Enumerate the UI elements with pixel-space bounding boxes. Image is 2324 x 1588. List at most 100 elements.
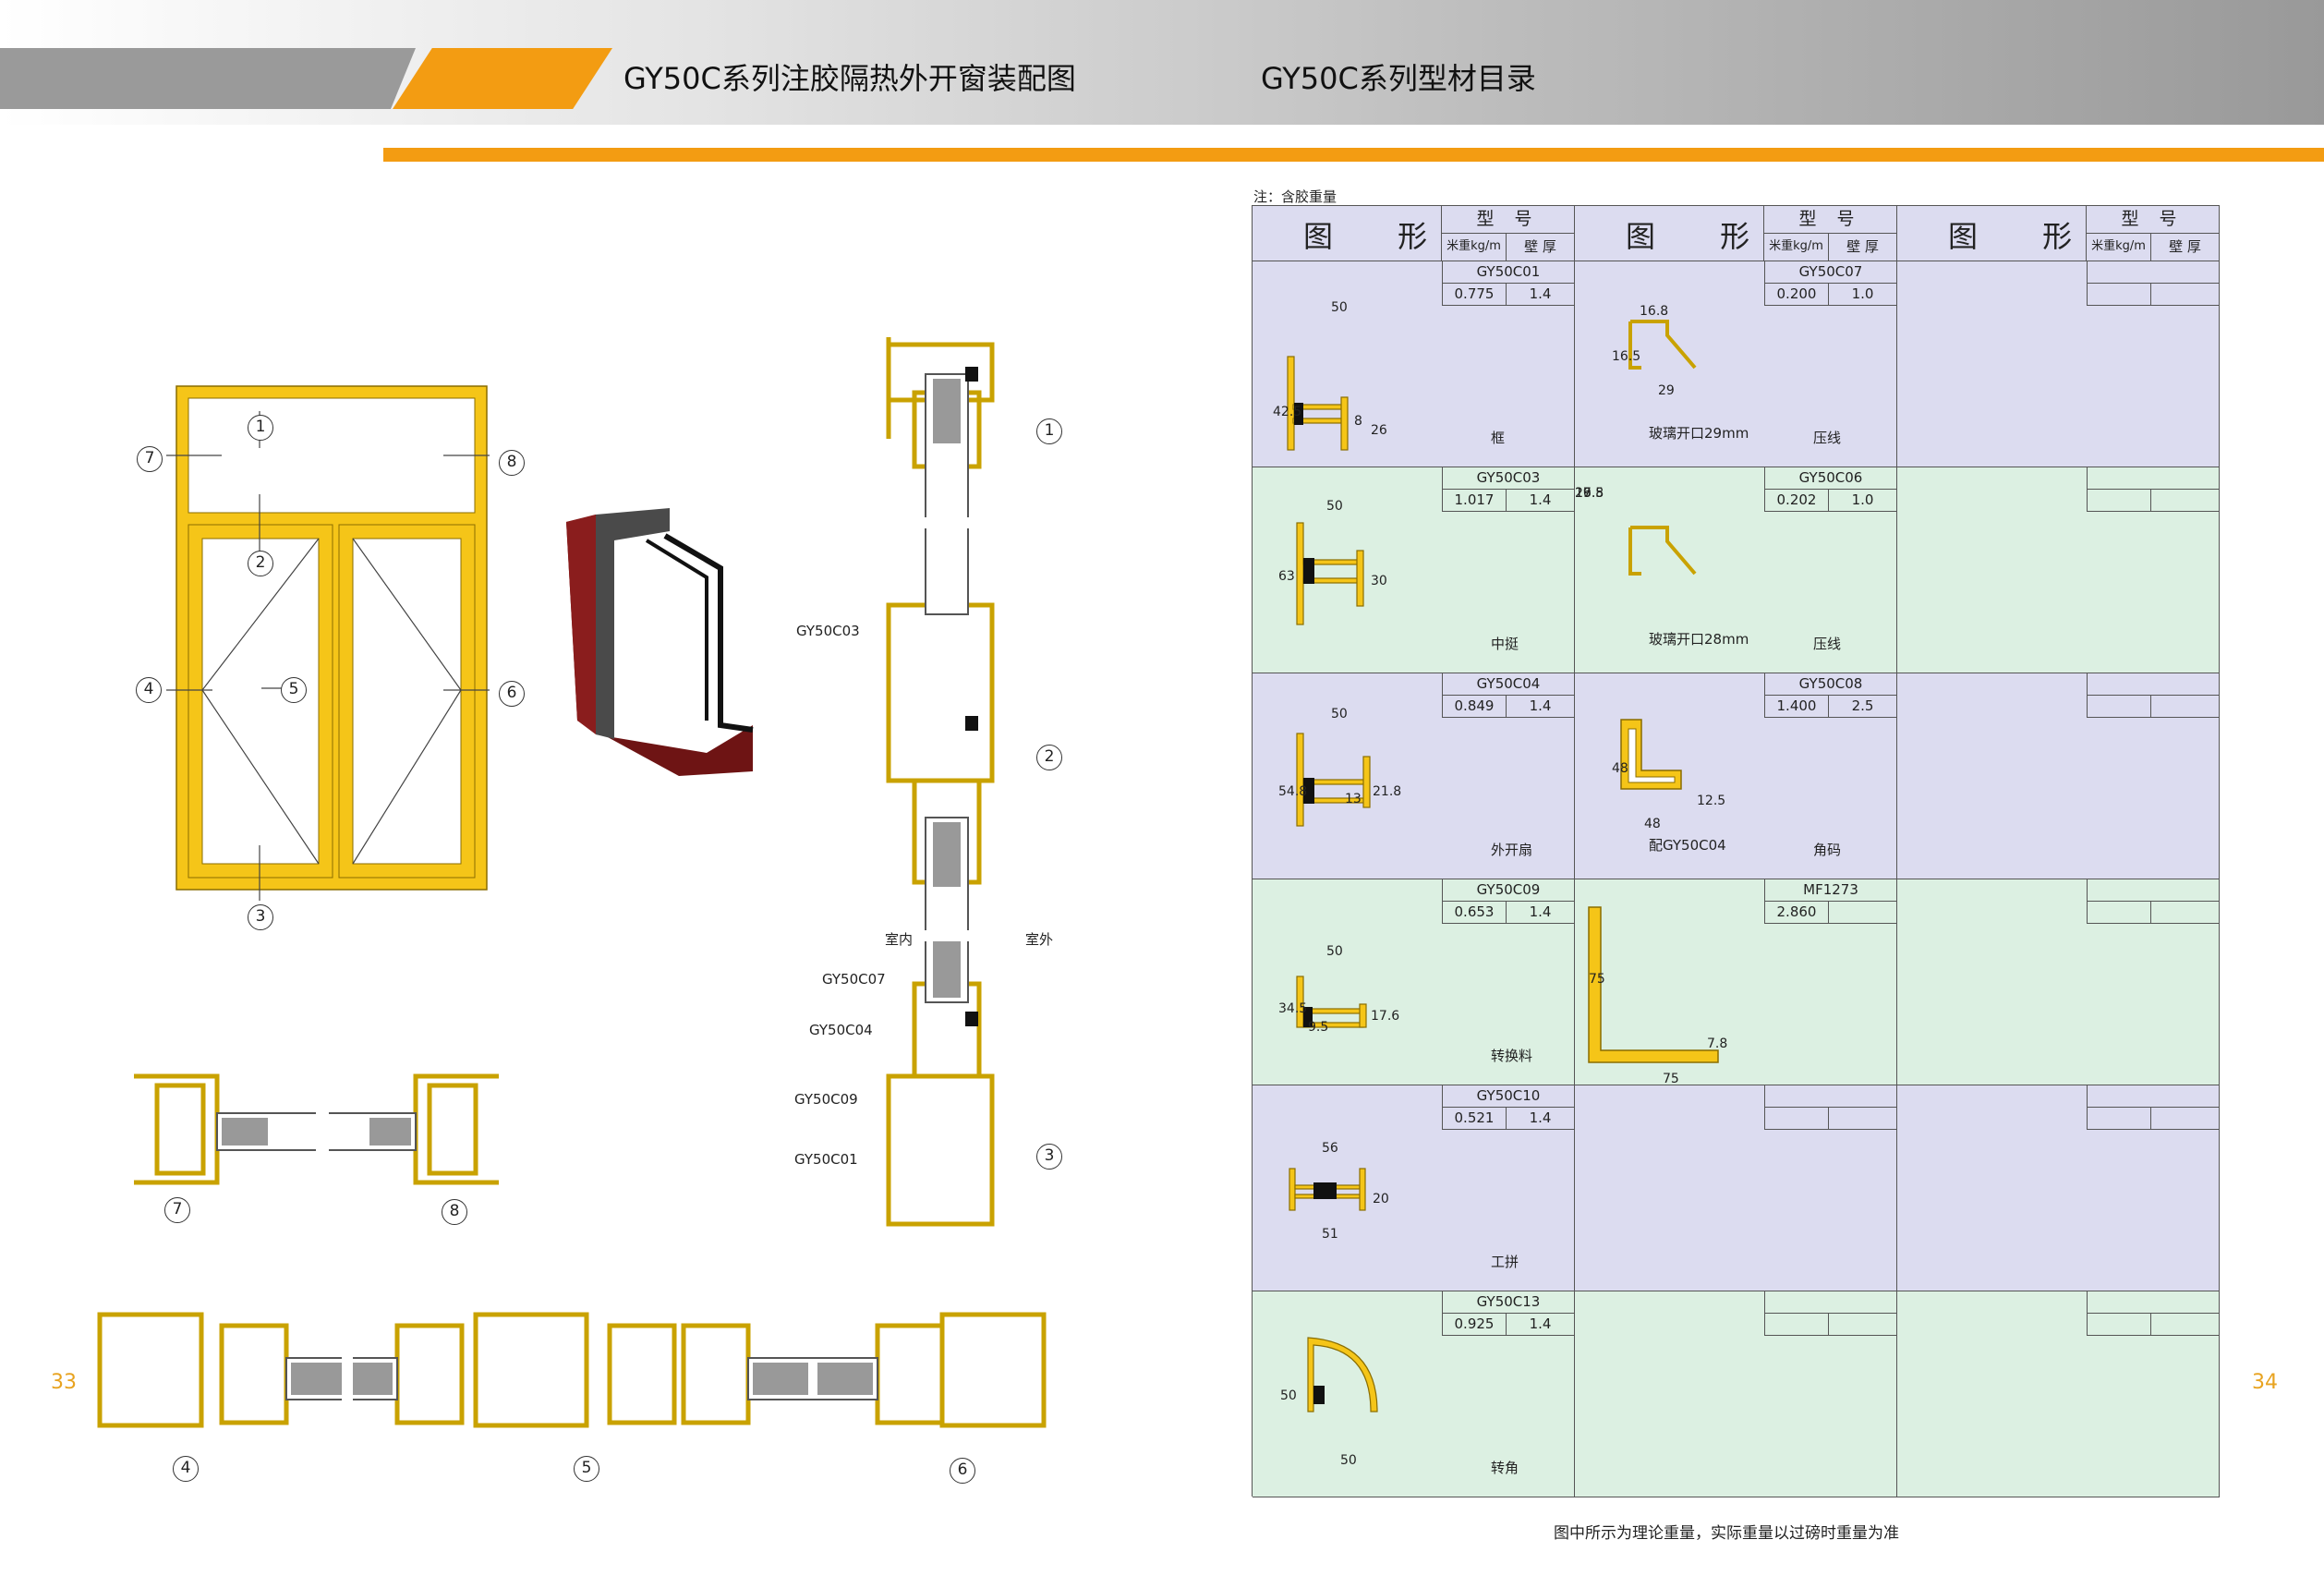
header-figure-label: 图 形 — [1303, 219, 1456, 254]
profile-note: 配GY50C04 — [1649, 837, 1726, 854]
callout-8: 8 — [499, 450, 525, 476]
header-model-label: 型 号 — [2087, 206, 2220, 234]
dimension-label: 50 — [1331, 707, 1348, 721]
profile-name: 压线 — [1813, 636, 1842, 652]
header-model-label: 型 号 — [1764, 206, 1897, 234]
dimension-label: 51 — [1322, 1227, 1338, 1242]
profile-drawing-mf1273 — [1588, 906, 1719, 1063]
header-thickness-label: 壁 厚 — [1829, 234, 1897, 261]
thickness-value — [1829, 1314, 1897, 1336]
dimension-label: 7.8 — [1707, 1036, 1728, 1051]
thickness-value: 2.5 — [1829, 696, 1897, 718]
header-figure-label: 图 形 — [1948, 219, 2100, 254]
label-gy50c01: GY50C01 — [794, 1151, 858, 1168]
dimension-label: 17.8 — [1575, 486, 1604, 501]
dimension-label: 16.5 — [1575, 486, 1604, 501]
callout-2: 2 — [248, 551, 273, 576]
thickness-value — [1829, 902, 1897, 924]
weight-value — [2087, 490, 2151, 512]
title-assembly-drawing: GY50C系列注胶隔热外开窗装配图 — [623, 61, 1076, 96]
thickness-value: 1.4 — [1507, 1314, 1575, 1336]
dimension-label: 50 — [1326, 944, 1343, 959]
weight-value: 0.200 — [1764, 284, 1829, 306]
model-code: GY50C09 — [1442, 879, 1575, 902]
weight-value — [1764, 1108, 1829, 1130]
catalog-cell — [1897, 1291, 2220, 1497]
page-number-left: 33 — [51, 1371, 77, 1394]
label-indoor: 室内 — [885, 931, 914, 948]
callout-4: 4 — [136, 677, 162, 703]
dimension-label: 13 — [1345, 792, 1362, 806]
weight-value: 1.017 — [1442, 490, 1507, 512]
section-callout-8: 8 — [442, 1199, 467, 1225]
thickness-value: 1.0 — [1829, 284, 1897, 306]
catalog-cell — [1253, 1291, 1575, 1497]
dimension-label: 50 — [1326, 499, 1343, 514]
weight-value: 1.400 — [1764, 696, 1829, 718]
section-callout-1: 1 — [1036, 418, 1062, 444]
profile-drawing-gy50c10 — [1289, 1168, 1366, 1211]
dimension-label: 50 — [1280, 1388, 1297, 1403]
weight-value: 0.521 — [1442, 1108, 1507, 1130]
weight-value — [1764, 1314, 1829, 1336]
model-code — [2087, 1085, 2220, 1108]
dimension-label: 50 — [1331, 300, 1348, 315]
catalog-cell — [1897, 467, 2220, 673]
profile-name: 工拼 — [1491, 1254, 1519, 1270]
model-code: GY50C03 — [1442, 467, 1575, 490]
callout-3: 3 — [248, 904, 273, 930]
catalog-cell — [1253, 879, 1575, 1085]
dimension-label: 20 — [1373, 1192, 1389, 1206]
catalog-cell — [1253, 261, 1575, 467]
thickness-value — [2151, 490, 2220, 512]
dimension-label: 50 — [1340, 1453, 1357, 1468]
weight-value: 0.202 — [1764, 490, 1829, 512]
catalog-cell — [1897, 879, 2220, 1085]
catalog-note: 注：含胶重量 — [1253, 188, 1338, 205]
weight-value — [2087, 696, 2151, 718]
profile-name: 转换料 — [1491, 1048, 1533, 1064]
section-callout-7: 7 — [164, 1197, 190, 1223]
dimension-label: 75 — [1589, 972, 1605, 987]
callout-5: 5 — [281, 677, 307, 703]
profile-drawing-gy50c04 — [1296, 733, 1371, 827]
profile-name: 角码 — [1813, 842, 1842, 858]
header-weight-label: 米重kg/m — [2087, 234, 2151, 261]
profile-name: 压线 — [1813, 430, 1842, 446]
dimension-label: 63 — [1278, 569, 1295, 584]
catalog-cell — [1897, 673, 2220, 879]
label-gy50c09: GY50C09 — [794, 1091, 858, 1108]
header-thickness-label: 壁 厚 — [2151, 234, 2220, 261]
vertical-section-drawing — [878, 337, 1007, 1227]
section-callout-3: 3 — [1036, 1144, 1062, 1170]
dimension-label: 17.6 — [1371, 1009, 1400, 1024]
weight-value: 0.653 — [1442, 902, 1507, 924]
callout-1: 1 — [248, 415, 273, 441]
dimension-label: 16.5 — [1612, 349, 1641, 364]
model-code — [1764, 1085, 1897, 1108]
profile-name: 框 — [1491, 430, 1506, 446]
dimension-label: 16.8 — [1640, 304, 1669, 319]
model-code: GY50C07 — [1764, 261, 1897, 284]
thickness-value: 1.4 — [1507, 1108, 1575, 1130]
dimension-label: 29 — [1575, 486, 1592, 501]
header-orange-tab — [393, 48, 612, 109]
profile-drawing-gy50c08 — [1620, 719, 1682, 790]
weight-value: 2.860 — [1764, 902, 1829, 924]
label-gy50c04: GY50C04 — [809, 1022, 873, 1038]
header-figure-cell — [1575, 206, 1764, 261]
header-figure-label: 图 形 — [1626, 219, 1778, 254]
model-code — [2087, 467, 2220, 490]
thickness-value — [2151, 902, 2220, 924]
dimension-label: 26 — [1371, 423, 1387, 438]
dimension-label: 30 — [1371, 574, 1387, 588]
header-weight-label: 米重kg/m — [1764, 234, 1829, 261]
dimension-label: 8 — [1354, 414, 1362, 429]
profile-drawing-gy50c13 — [1307, 1337, 1378, 1412]
label-gy50c03: GY50C03 — [796, 623, 860, 639]
dimension-label: 56 — [1322, 1141, 1338, 1156]
profile-name: 外开扇 — [1491, 842, 1533, 858]
model-code: GY50C10 — [1442, 1085, 1575, 1108]
profile-drawing-gy50c07 — [1628, 320, 1697, 370]
